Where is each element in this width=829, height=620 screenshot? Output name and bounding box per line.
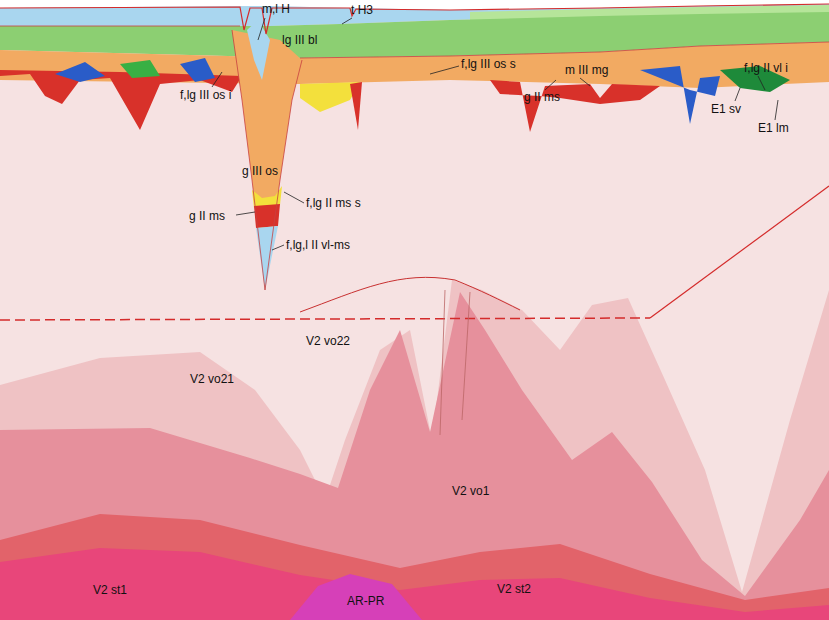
unit-label: m III mg (565, 63, 608, 77)
unit-label: f,lg III os i (180, 88, 231, 102)
unit-label: f,lg II ms s (306, 196, 361, 210)
unit-label: V2 vo22 (306, 334, 350, 348)
unit-label: g III os (242, 164, 278, 178)
unit-label: g II ms (524, 90, 560, 104)
unit-label: E1 sv (711, 102, 741, 116)
unit-label: f,lg,l II vl-ms (286, 238, 350, 252)
unit-label: V2 st2 (497, 582, 531, 596)
unit-label: E1 lm (758, 121, 789, 135)
unit-label: g II ms (189, 209, 225, 223)
unit-label: V2 vo21 (190, 372, 234, 386)
unit-label: V2 st1 (93, 583, 127, 597)
unit-label: t H3 (351, 3, 373, 17)
unit-label: f,lg II vl i (744, 61, 788, 75)
unit-label: f,lg III os s (461, 57, 516, 71)
unit-label: V2 vo1 (452, 484, 489, 498)
unit-label: lg III bl (282, 33, 317, 47)
unit-label: m,l H (262, 2, 290, 16)
unit-label: AR-PR (347, 594, 384, 608)
